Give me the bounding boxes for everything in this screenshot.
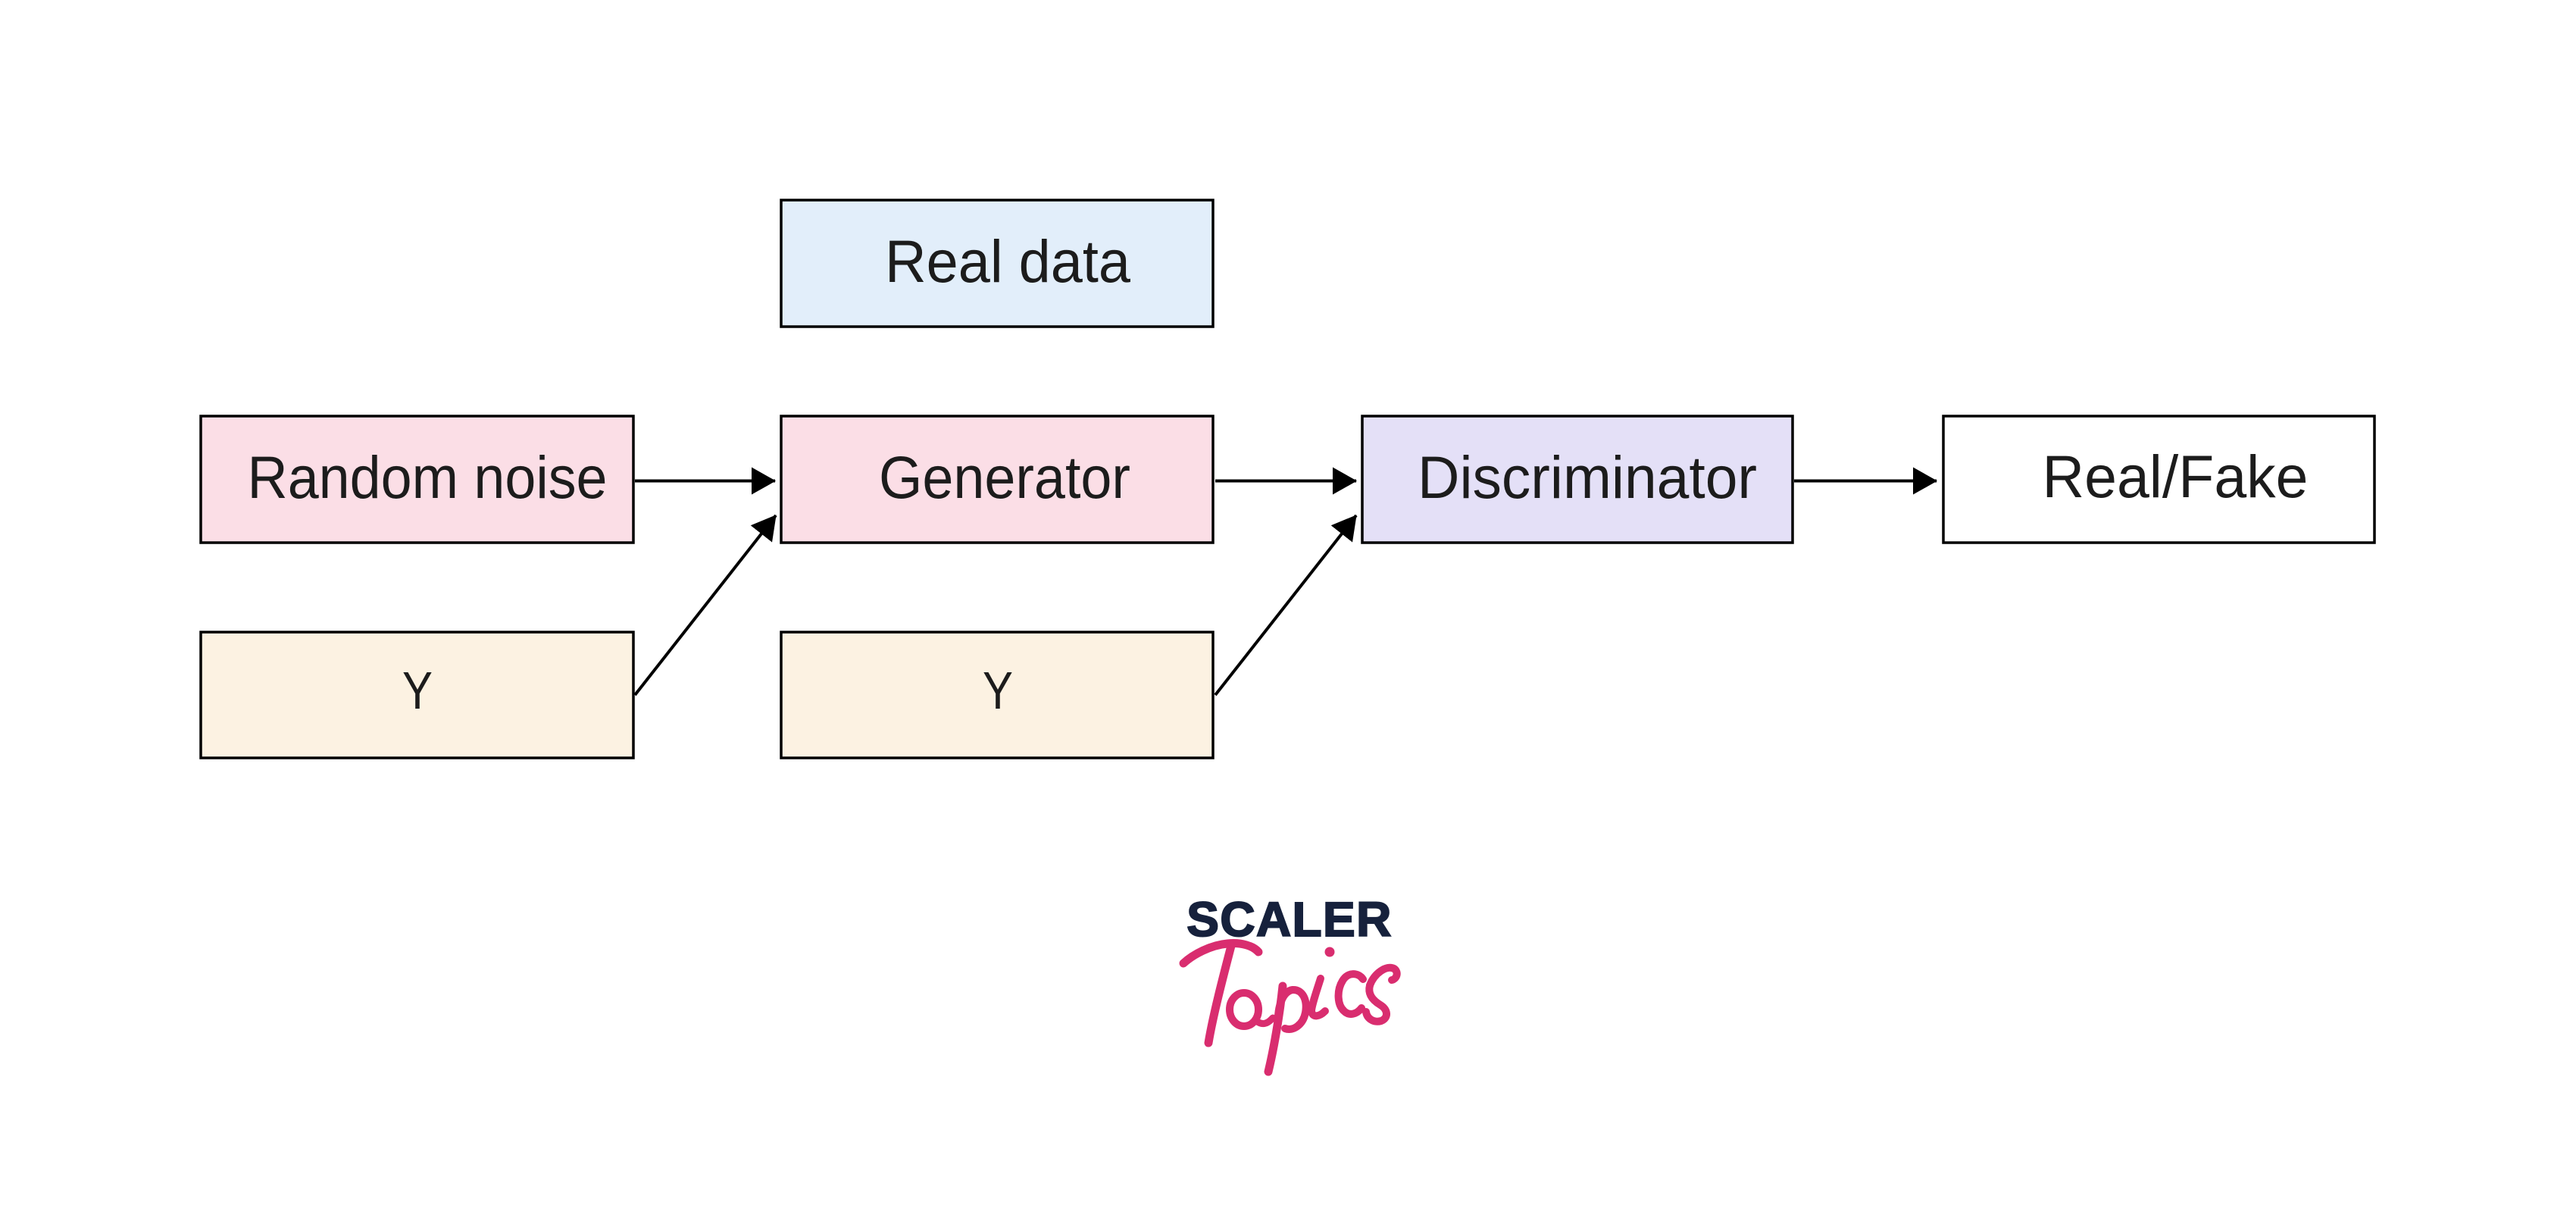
svg-text:Real/Fake: Real/Fake bbox=[2043, 443, 2309, 510]
svg-text:Y: Y bbox=[983, 661, 1013, 720]
svg-text:SCALER: SCALER bbox=[1186, 892, 1393, 947]
svg-text:Random noise: Random noise bbox=[248, 443, 608, 511]
svg-text:Generator: Generator bbox=[879, 443, 1130, 511]
svg-text:Real data: Real data bbox=[885, 227, 1130, 295]
svg-text:Y: Y bbox=[402, 661, 433, 720]
svg-text:Discriminator: Discriminator bbox=[1418, 443, 1757, 511]
